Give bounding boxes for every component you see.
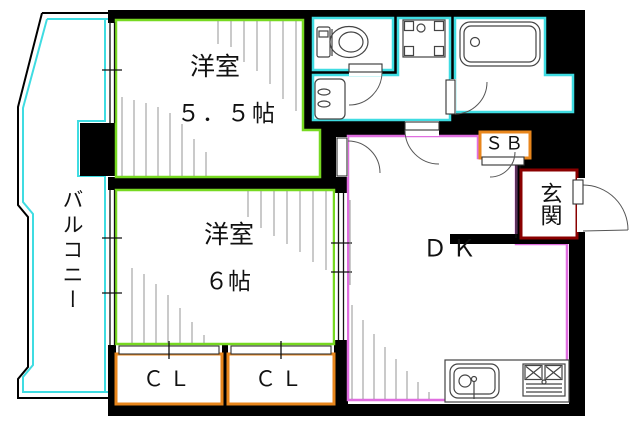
room-5-5-floor [114, 18, 322, 179]
closet-left-label: ＣＬ [143, 366, 195, 391]
room-6-floor [114, 188, 336, 346]
window-room-6 [102, 190, 122, 345]
closet-right-door [230, 341, 332, 359]
shoe-box [478, 130, 532, 160]
window-room-5-5 [102, 22, 122, 123]
room-5-5-door [336, 137, 381, 177]
room-5-5-name-label: 洋室 [189, 51, 241, 81]
toilet-icon [316, 25, 369, 59]
room-6-sliding-door [331, 193, 352, 340]
room-6-name-label: 洋室 [203, 219, 255, 249]
shoe-box-label: ＳＢ [485, 133, 525, 155]
room-6-size-label: ６帖 [205, 268, 251, 295]
room-5-5-size-label: ５．５帖 [177, 100, 277, 127]
closet-left [114, 352, 224, 406]
entrance-door [572, 178, 629, 232]
closet-left-door [118, 341, 220, 359]
genkan-area [519, 168, 579, 240]
toilet-door [348, 63, 383, 106]
washroom-door [404, 121, 440, 165]
stove-icon [522, 363, 566, 397]
bathtub-icon [459, 21, 541, 67]
floor-hatch-room-6 [131, 191, 327, 343]
kitchen-sink-icon [449, 363, 500, 399]
genkan-label: 玄関 [536, 182, 562, 226]
dk-label: ＤＫ [423, 234, 481, 263]
balcony-outline [17, 12, 110, 399]
balcony-label: バルコニー [60, 188, 85, 314]
closet-right-label: ＣＬ [255, 366, 307, 391]
shoe-box-door [481, 151, 525, 178]
floor-hatch-dk [349, 200, 430, 399]
washing-machine-pan-icon [402, 19, 446, 58]
washbasin-icon [314, 78, 346, 120]
floor-hatch-room-5-5 [121, 21, 297, 176]
kitchen-counter [444, 359, 570, 403]
balcony-pier [80, 123, 116, 176]
genkan-wall-stub [450, 234, 578, 244]
bathroom-door [445, 79, 488, 115]
